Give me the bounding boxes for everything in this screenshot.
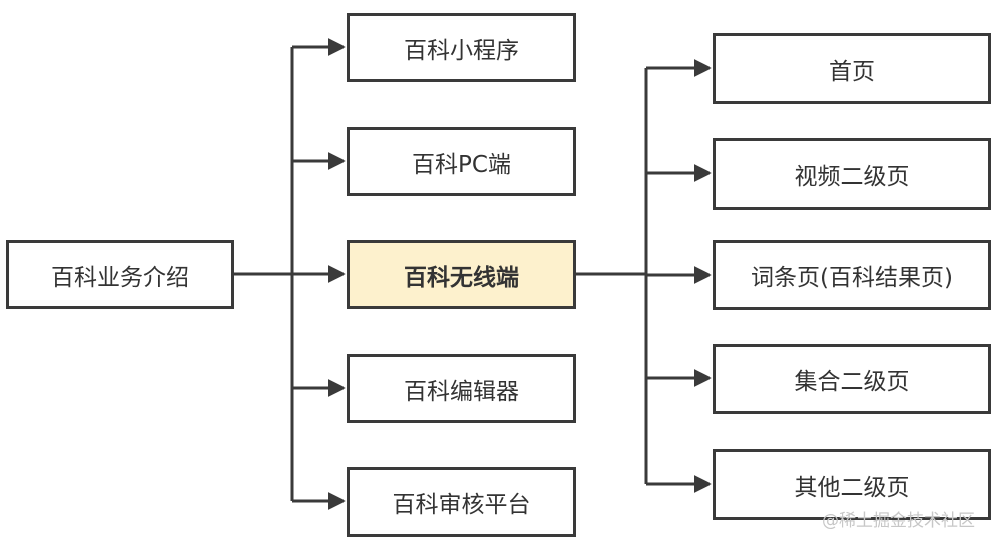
root-node: 百科业务介绍 <box>6 240 234 309</box>
branch-node-mobile: 百科无线端 <box>347 240 576 309</box>
sub-node-other-page: 其他二级页 <box>713 449 991 520</box>
sub-node-video-page: 视频二级页 <box>713 138 991 210</box>
branch-node-editor: 百科编辑器 <box>347 354 576 423</box>
sub-node-entry-page: 词条页(百科结果页) <box>713 240 991 310</box>
branch-node-review-platform: 百科审核平台 <box>347 467 576 537</box>
watermark: @稀土掘金技术社区 <box>822 511 975 531</box>
branch-node-pc: 百科PC端 <box>347 127 576 196</box>
sub-node-collection-page: 集合二级页 <box>713 344 991 414</box>
branch-node-miniprogram: 百科小程序 <box>347 13 576 82</box>
sub-node-homepage: 首页 <box>713 33 991 104</box>
